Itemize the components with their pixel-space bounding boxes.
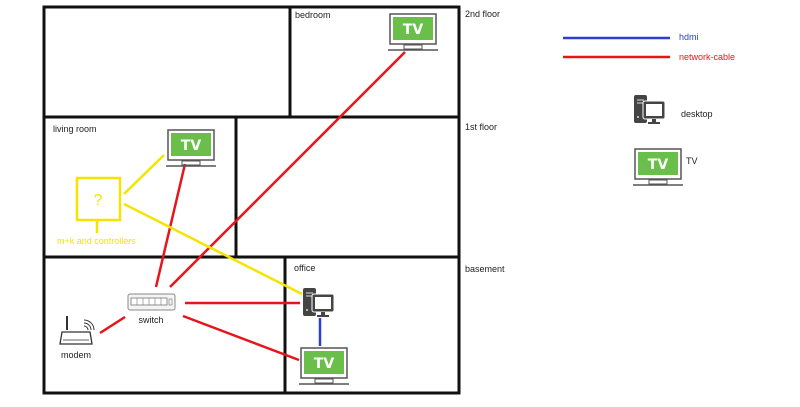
tv-icon-office: TV [298,347,350,385]
network-cable-modem [99,315,126,335]
desktop-icon-office [302,287,335,318]
tv-icon-bedroom: TV [387,13,439,51]
legend: hdmi network-cable desktop TV TV [563,32,735,186]
unknown-device-box [75,176,122,222]
room-label-bedroom: bedroom [295,10,331,20]
tv-icon-living-room: TV [165,129,217,167]
floor-label-basement: basement [465,264,505,274]
cables [95,51,406,362]
legend-desktop-icon [633,94,666,125]
svg-text:TV: TV [648,157,669,173]
legend-tv-label: TV [686,156,698,166]
legend-hdmi-label: hdmi [679,32,699,42]
legend-network-label: network-cable [679,52,735,62]
svg-text:TV: TV [403,22,424,38]
switch-icon [127,293,176,311]
peripheral-link-tv [123,154,165,195]
outer-wall [42,5,461,395]
network-cable-living-tv [154,163,187,288]
legend-tv-icon: TV [632,148,684,186]
network-cable-bedroom-tv [169,51,406,288]
floor-plan [42,5,461,395]
room-label-living-room: living room [53,124,97,134]
unknown-device-mark: ? [94,192,103,209]
modem-label: modem [61,350,91,360]
svg-text:TV: TV [314,356,335,372]
svg-text:TV: TV [181,138,202,154]
legend-desktop-label: desktop [681,109,713,119]
switch-label: switch [138,315,163,325]
floor-label-2nd: 2nd floor [465,9,500,19]
room-label-office: office [294,263,315,273]
peripherals-label: m+k and controllers [57,236,136,246]
network-cable-office-tv [182,314,300,362]
peripheral-link-desktop [123,202,303,296]
floor-label-1st: 1st floor [465,122,497,132]
modem-icon [59,316,95,345]
